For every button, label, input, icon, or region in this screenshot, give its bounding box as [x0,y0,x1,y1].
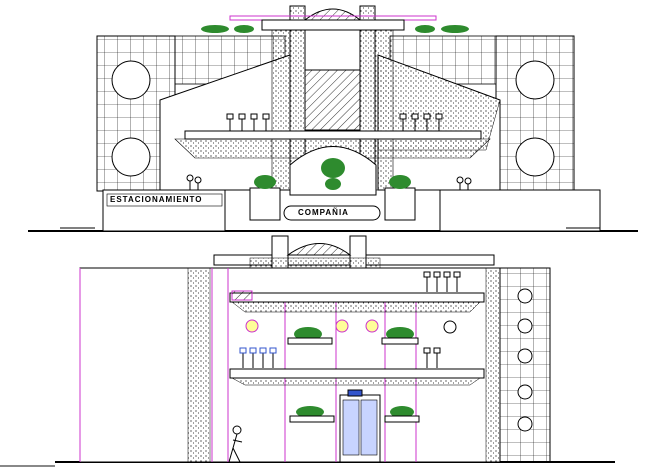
side-elevation [0,235,615,467]
vent-grille-icon [231,290,253,301]
front-elevation [28,5,638,232]
parking-sign-label: ESTACIONAMIENTO [110,195,203,204]
round-windows [517,288,533,432]
roof-slab [261,19,405,31]
right-low-block [439,189,601,232]
canopy-slab [184,130,482,140]
left-stone-band [187,267,211,463]
upper-slab [229,292,485,303]
door-leaf-left [342,399,360,456]
planter-icon [384,187,416,221]
lower-slab [229,368,485,379]
lamp-posts-upper [423,271,461,292]
planter-icon [249,187,281,221]
company-sign-label: COMPAÑIA [298,208,349,217]
accent-circles [245,319,379,333]
lower-roof [249,257,381,269]
planter-icon [384,415,420,423]
company-sign-box [283,205,381,221]
central-glass [304,69,361,131]
parking-sign-box [106,193,223,207]
planter-icon [287,337,333,345]
roof-greenery [201,25,469,33]
roof-dome [303,8,362,21]
tree-circle-icon [515,137,555,177]
entrance-plants [254,158,411,190]
lower-slab-underside [231,377,481,386]
side-dome [286,243,352,256]
door-leaf-right [360,399,378,456]
tree-circle-icon [111,137,151,177]
lamp-posts-lower [239,347,441,368]
ground-planters [296,406,414,418]
right-tower-outer [374,29,394,191]
door-top-panel [347,389,363,397]
upper-slab-underside [231,301,481,313]
ventilation-grille-icon [443,320,457,334]
left-tower-outer [271,29,291,191]
planter-icon [289,415,335,423]
tree-circle-icon [111,60,151,100]
tree-circle-icon [515,60,555,100]
person-figure-icon [186,174,472,190]
person-figure-icon [228,425,243,463]
planter-icon [381,337,419,345]
right-stone-band [485,267,501,463]
